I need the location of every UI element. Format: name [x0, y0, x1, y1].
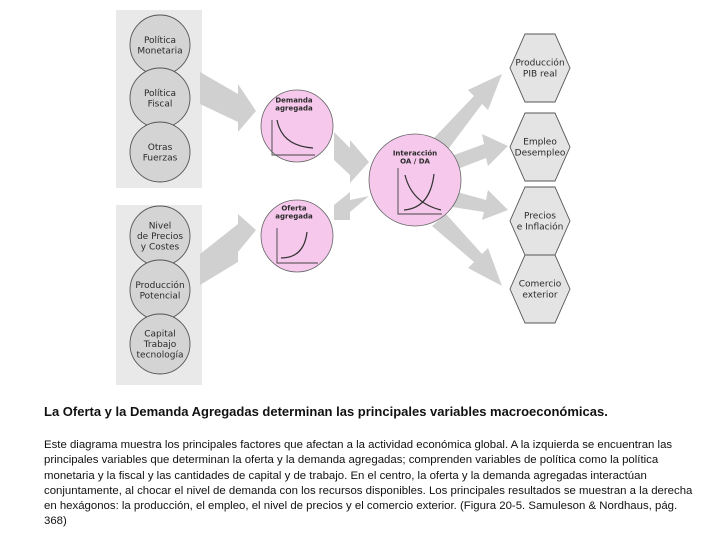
- politica-monetaria-line: Política: [144, 36, 176, 46]
- oferta-label-line: Oferta: [281, 204, 307, 212]
- arrow-to-comercio: [432, 214, 502, 286]
- empleo-desempleo-line: Desempleo: [515, 149, 566, 159]
- politica-monetaria-line: Monetaria: [137, 46, 182, 56]
- caption-title: La Oferta y la Demanda Agregadas determi…: [44, 404, 608, 419]
- otras-fuerzas-line: Fuerzas: [143, 153, 178, 163]
- demanda-curve: [276, 119, 314, 149]
- capital-trabajo-circle: [129, 313, 191, 375]
- produccion-pib-line: Producción: [515, 58, 564, 69]
- produccion-pib-line: PIB real: [523, 70, 557, 80]
- arrow-panel-to-demanda: [200, 72, 256, 132]
- politica-fiscal-line: Fiscal: [148, 99, 173, 109]
- nivel-precios-line: y Costes: [141, 243, 180, 253]
- demanda-circle: [260, 89, 334, 163]
- arrow-panel-to-oferta: [200, 214, 256, 285]
- arrow-to-precios: [446, 190, 508, 220]
- comercio-exterior-line: exterior: [522, 291, 557, 301]
- comercio-exterior-line: Comercio: [519, 280, 562, 290]
- arrow-demanda-to-center: [334, 132, 369, 183]
- macro-diagram: PolíticaMonetariaPolíticaFiscalOtrasFuer…: [116, 10, 571, 385]
- demanda-label-line: Demanda: [275, 96, 313, 104]
- arrow-oferta-to-center: [334, 192, 369, 220]
- interaccion-label-line: OA / DA: [400, 157, 430, 165]
- capital-trabajo-line: tecnología: [137, 351, 184, 361]
- politica-fiscal-line: Política: [144, 89, 176, 99]
- oferta-circle: [260, 199, 334, 273]
- interaccion-label-line: Interacción: [393, 149, 437, 157]
- empleo-desempleo-hexagon: [509, 112, 571, 182]
- precios-inflacion-line: Precios: [524, 212, 556, 222]
- otras-fuerzas-line: Otras: [148, 143, 173, 153]
- produccion-pib-hexagon: [509, 33, 571, 103]
- interaccion-circle: [368, 133, 462, 227]
- oferta-curve-axes: [276, 228, 318, 264]
- empleo-desempleo-line: Empleo: [523, 138, 557, 148]
- comercio-exterior-hexagon: [509, 254, 571, 324]
- otras-fuerzas-circle: [129, 121, 191, 183]
- capital-trabajo-line: Capital: [144, 330, 176, 340]
- interaccion-supply-curve: [403, 173, 435, 211]
- interaccion-demand-curve: [404, 174, 442, 211]
- interaccion-axes: [397, 168, 442, 215]
- precios-inflacion-line: e Inflación: [517, 222, 564, 233]
- arrow-to-produccion: [432, 74, 502, 152]
- nivel-precios-line: de Precios: [137, 232, 183, 242]
- arrow-to-empleo: [446, 134, 508, 172]
- capital-trabajo-line: Trabajo: [143, 340, 177, 350]
- nivel-precios-line: Nivel: [149, 222, 172, 232]
- oferta-label-line: agregada: [275, 212, 313, 220]
- caption-body: Este diagrama muestra los principales fa…: [44, 439, 693, 528]
- produccion-potencial-line: Potencial: [140, 291, 181, 301]
- demanda-curve-axes: [271, 120, 315, 156]
- oferta-curve: [280, 231, 308, 259]
- demanda-label-line: agregada: [275, 104, 313, 112]
- produccion-potencial-line: Producción: [135, 280, 184, 291]
